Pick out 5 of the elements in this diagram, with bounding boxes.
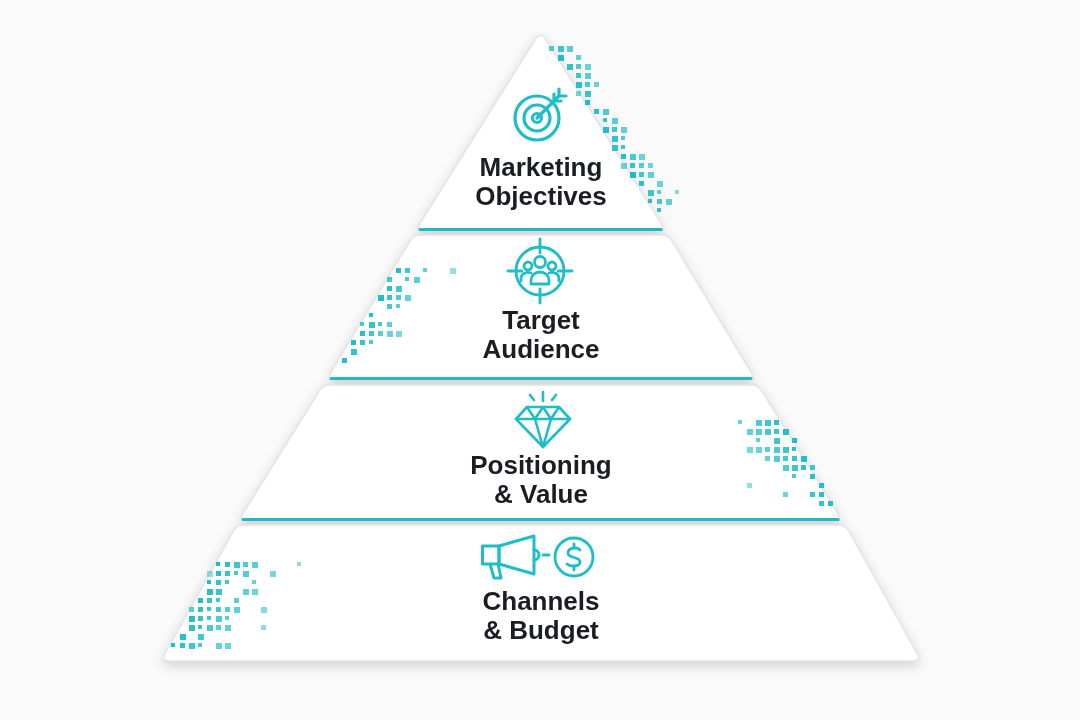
tier-title: Positioning & Value <box>470 450 612 509</box>
pyramid-tier <box>326 234 756 380</box>
tier-title: Marketing Objectives <box>475 152 607 211</box>
tier-title: Target Audience <box>482 305 600 364</box>
tier-title: Channels & Budget <box>482 586 600 645</box>
